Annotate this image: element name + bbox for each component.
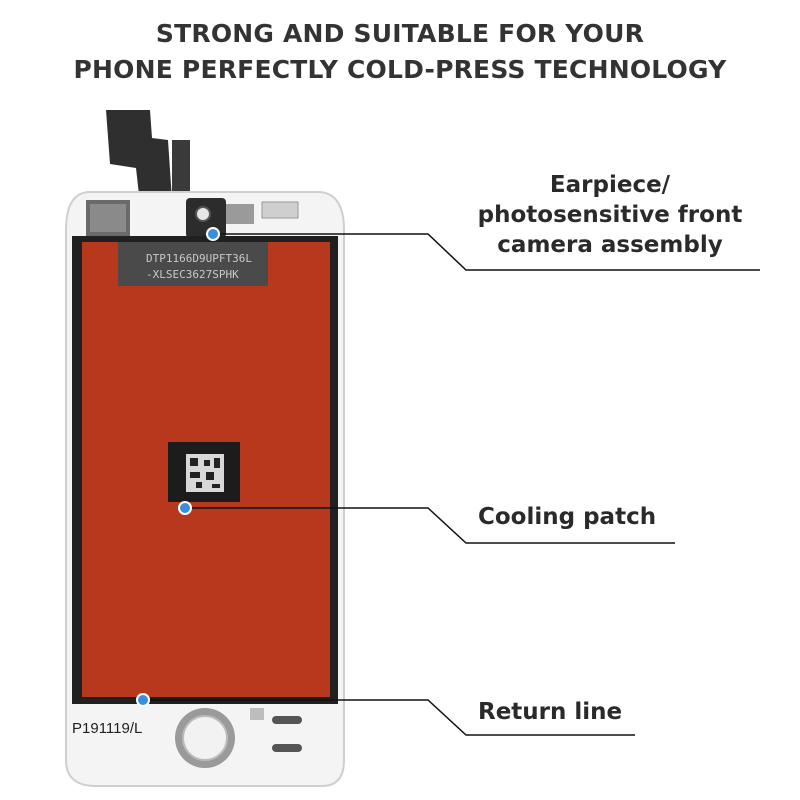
return-callout-line: [143, 699, 635, 736]
cooling-patch: [168, 442, 240, 502]
headline-line-1: STRONG AND SUITABLE FOR YOUR: [155, 19, 645, 48]
cooling-patch-label: Cooling patch: [478, 504, 657, 530]
home-button-assembly: [175, 708, 302, 768]
panel-label-strip: [118, 242, 268, 286]
panel-code-line-2: -XLSEC3627SPHK: [146, 268, 239, 281]
earpiece-label-line-3: camera assembly: [497, 232, 723, 258]
earpiece-label: Earpiece/ photosensitive front camera as…: [470, 170, 750, 260]
panel-code-line-1: DTP1166D9UPFT36L: [146, 252, 252, 265]
headline-line-2: PHONE PERFECTLY COLD-PRESS TECHNOLOGY: [73, 55, 727, 84]
return-marker: [136, 693, 150, 707]
bottom-code: P191119/L: [72, 720, 142, 737]
earpiece-label-line-1: Earpiece/: [549, 172, 671, 198]
return-line-label: Return line: [478, 699, 623, 725]
earpiece-label-line-2: photosensitive front: [477, 202, 743, 228]
cooling-callout-line: [185, 507, 675, 544]
headline: STRONG AND SUITABLE FOR YOUR PHONE PERFE…: [0, 16, 800, 88]
earpiece-callout-line: [213, 233, 760, 271]
earpiece-marker: [206, 227, 220, 241]
cooling-marker: [178, 501, 192, 515]
